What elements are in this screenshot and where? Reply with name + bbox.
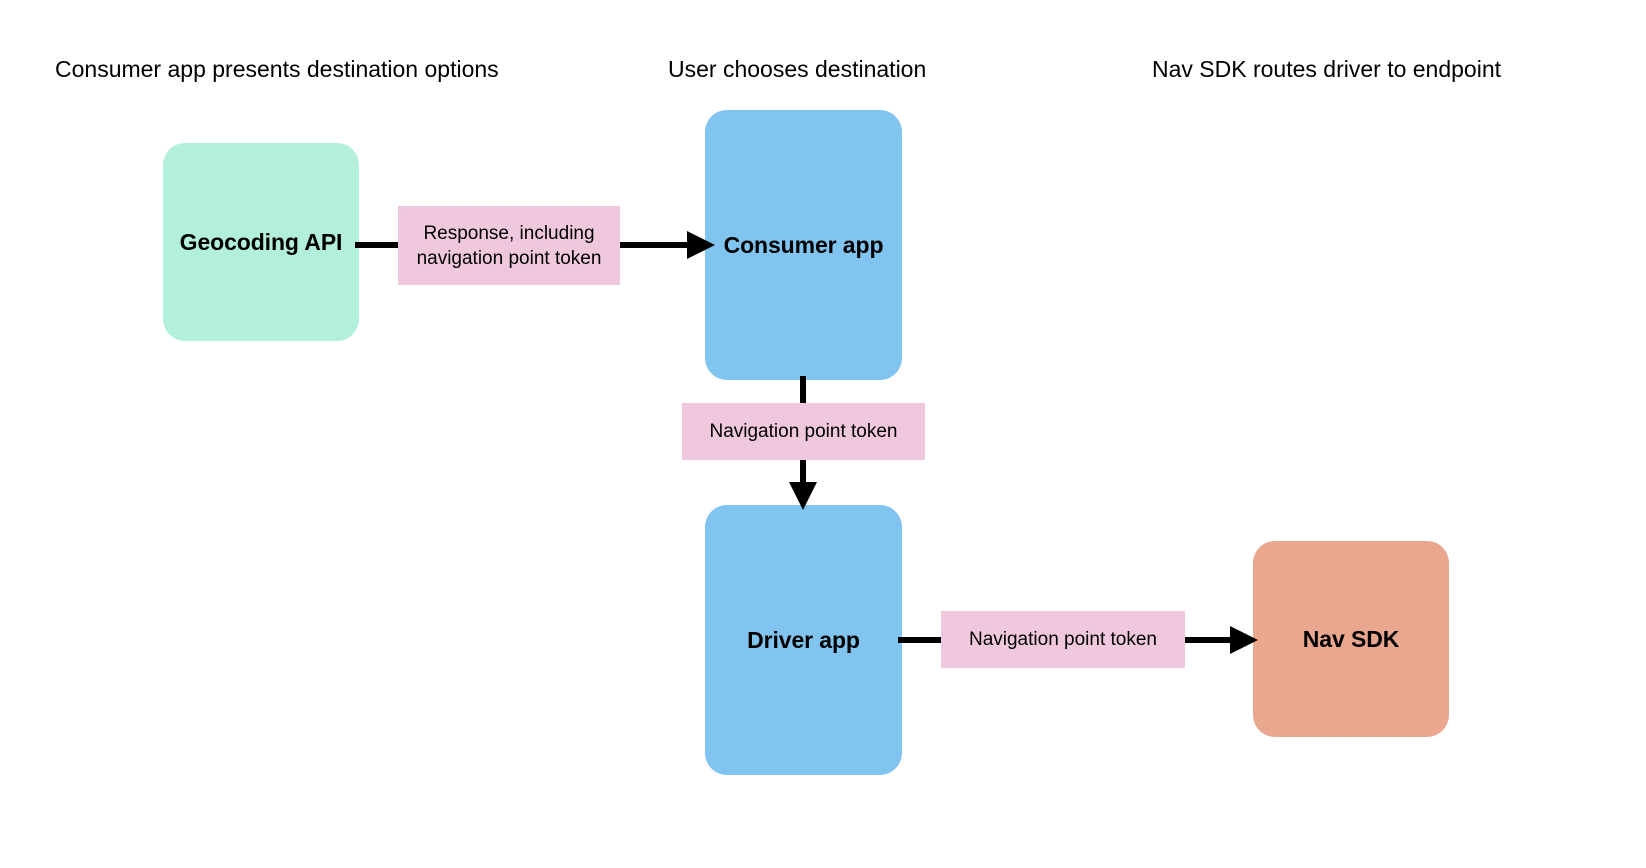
node-geocoding-api[interactable]: Geocoding API bbox=[163, 143, 359, 341]
edge-label-consumer-to-driver-navigation-point-token: Navigation point token bbox=[682, 403, 925, 460]
edge-label-driver-to-navsdk-navigation-point-token: Navigation point token bbox=[941, 611, 1185, 668]
node-geocoding-api-label: Geocoding API bbox=[179, 229, 343, 255]
node-consumer-app-label: Consumer app bbox=[723, 232, 884, 258]
column-header-consumer-app-presents: Consumer app presents destination option… bbox=[55, 56, 499, 82]
edge-label-response-including-navigation-point-token: Response, including navigation point tok… bbox=[398, 206, 620, 285]
edge-label-response-text: Response, including navigation point tok… bbox=[416, 222, 602, 269]
node-driver-app-label: Driver app bbox=[747, 627, 860, 653]
node-driver-app[interactable]: Driver app bbox=[705, 505, 902, 775]
edge-label-driver-to-navsdk-text: Navigation point token bbox=[968, 629, 1157, 650]
column-header-nav-sdk-routes-driver: Nav SDK routes driver to endpoint bbox=[1152, 56, 1502, 82]
node-nav-sdk[interactable]: Nav SDK bbox=[1253, 541, 1449, 737]
node-consumer-app[interactable]: Consumer app bbox=[705, 110, 902, 380]
node-nav-sdk-label: Nav SDK bbox=[1302, 626, 1400, 652]
column-header-user-chooses-destination: User chooses destination bbox=[668, 56, 927, 82]
edge-label-consumer-to-driver-text: Navigation point token bbox=[709, 421, 898, 442]
